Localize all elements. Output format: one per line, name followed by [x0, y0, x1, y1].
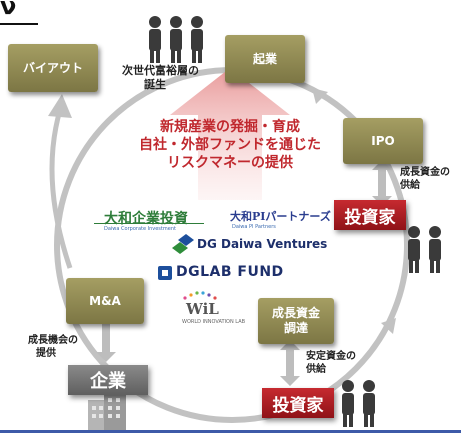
- center-line2: 自社・外部ファンドを通じた: [139, 137, 321, 153]
- double-arrow-growth: [280, 340, 300, 386]
- buyout-arrowhead: [48, 94, 72, 118]
- stable-supply-label: 安定資金の 供給: [306, 351, 356, 375]
- daiwa-pi-subtitle: Daiwa PI Partners: [232, 224, 276, 230]
- center-message: 新規産業の発掘・育成 自社・外部ファンドを通じた リスクマネーの提供: [130, 118, 330, 172]
- buyout-arrow: [49, 109, 73, 269]
- dg-daiwa-logo: DG Daiwa Ventures: [197, 237, 328, 251]
- wil-subtitle: WORLD INNOVATION LAB: [182, 319, 246, 325]
- cycle-arrowhead: [312, 88, 328, 104]
- buyout-box: バイアウト: [8, 44, 98, 92]
- double-arrow-ipo: [372, 160, 392, 206]
- ipo-box: IPO: [343, 118, 423, 164]
- next-generation-label: 次世代富裕層の 誕生: [122, 64, 199, 91]
- growth-big-arrow: [170, 68, 290, 200]
- wil-logo-icon: [183, 291, 217, 300]
- bottom-rule: [0, 430, 461, 433]
- daiwa-corporate-rule: [94, 223, 204, 224]
- cycle-arrowhead: [381, 318, 396, 334]
- people-icon-right: [408, 226, 441, 273]
- double-arrow-ma: [96, 312, 116, 362]
- daiwa-pi-logo: 大和PIパートナーズ: [230, 210, 331, 223]
- daiwa-corporate-subtitle: Daiwa Corporate Investment: [104, 226, 176, 232]
- title-underline: [0, 23, 38, 25]
- building-icon: [88, 392, 126, 433]
- wil-logo: WiL: [186, 300, 219, 318]
- center-line1: 新規産業の発掘・育成: [160, 119, 300, 135]
- startup-box: 起業: [225, 35, 305, 83]
- people-icon-top: [149, 16, 203, 63]
- growth-supply-label: 成長資金の 供給: [400, 167, 450, 191]
- company-box: 企業: [68, 365, 148, 395]
- growth-funding-box: 成長資金 調達: [258, 298, 334, 344]
- people-icon-bottom: [342, 380, 375, 427]
- center-line3: リスクマネーの提供: [167, 155, 293, 171]
- page-title-fragment: ν: [0, 0, 17, 20]
- growth-opportunity-label: 成長機会の 提供: [28, 335, 78, 359]
- dg-logo-icon: [172, 234, 194, 254]
- investor-box-right: 投資家: [334, 200, 406, 230]
- dglab-logo: DGLAB FUND: [176, 264, 284, 280]
- growth-funding-line1: 成長資金: [271, 306, 320, 320]
- growth-funding-line2: 調達: [283, 321, 308, 335]
- daiwa-corporate-logo: 大和企業投資: [104, 211, 188, 227]
- ma-box: M&A: [66, 278, 144, 324]
- investor-box-bottom: 投資家: [262, 388, 334, 418]
